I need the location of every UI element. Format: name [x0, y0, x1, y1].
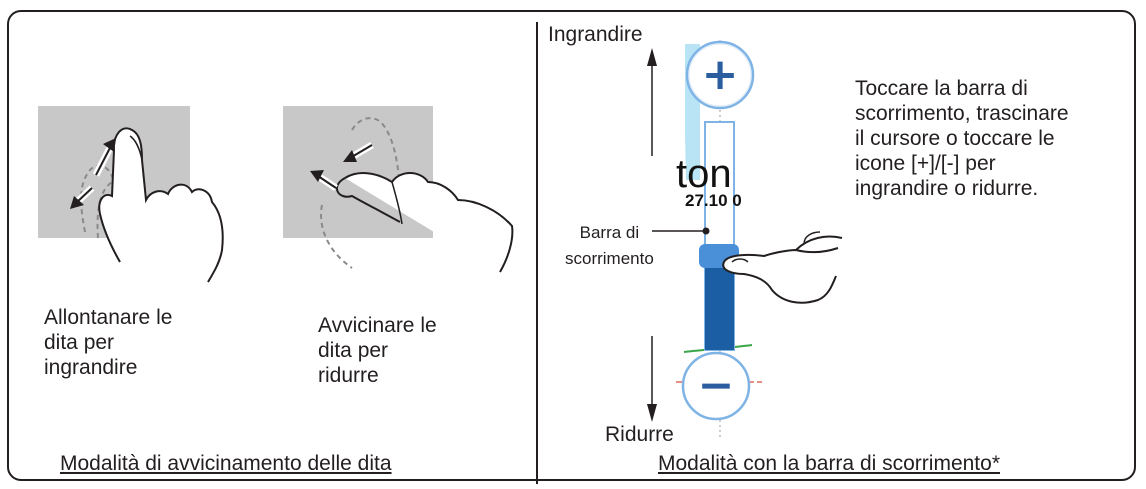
- spread-caption: Allontanare le dita per ingrandire: [44, 305, 172, 380]
- minus-icon[interactable]: −: [696, 361, 736, 411]
- pointing-hand: [723, 248, 838, 303]
- pinch-mode-title: Modalità di avvicinamento delle dita: [60, 451, 392, 476]
- slider-fill: [705, 268, 734, 350]
- zoom-slider-illustration: [647, 40, 842, 440]
- slider-instructions: Toccare la barra di scorrimento, trascin…: [855, 76, 1069, 201]
- pinch-gesture-illustration: [283, 106, 512, 272]
- plus-icon[interactable]: +: [700, 50, 740, 100]
- zoom-in-label: Ingrandire: [548, 22, 643, 47]
- touch-screen-pinch: [283, 106, 433, 238]
- slider-label: Barra di scorrimento: [565, 220, 654, 272]
- pinch-caption: Avvicinare le dita per ridurre: [318, 313, 437, 388]
- spread-gesture-illustration: [38, 106, 223, 282]
- zoom-out-label: Ridurre: [605, 422, 674, 447]
- map-fragment-number: 27.10 0: [685, 190, 755, 212]
- slider-mode-title: Modalità con la barra di scorrimento*: [658, 451, 1000, 476]
